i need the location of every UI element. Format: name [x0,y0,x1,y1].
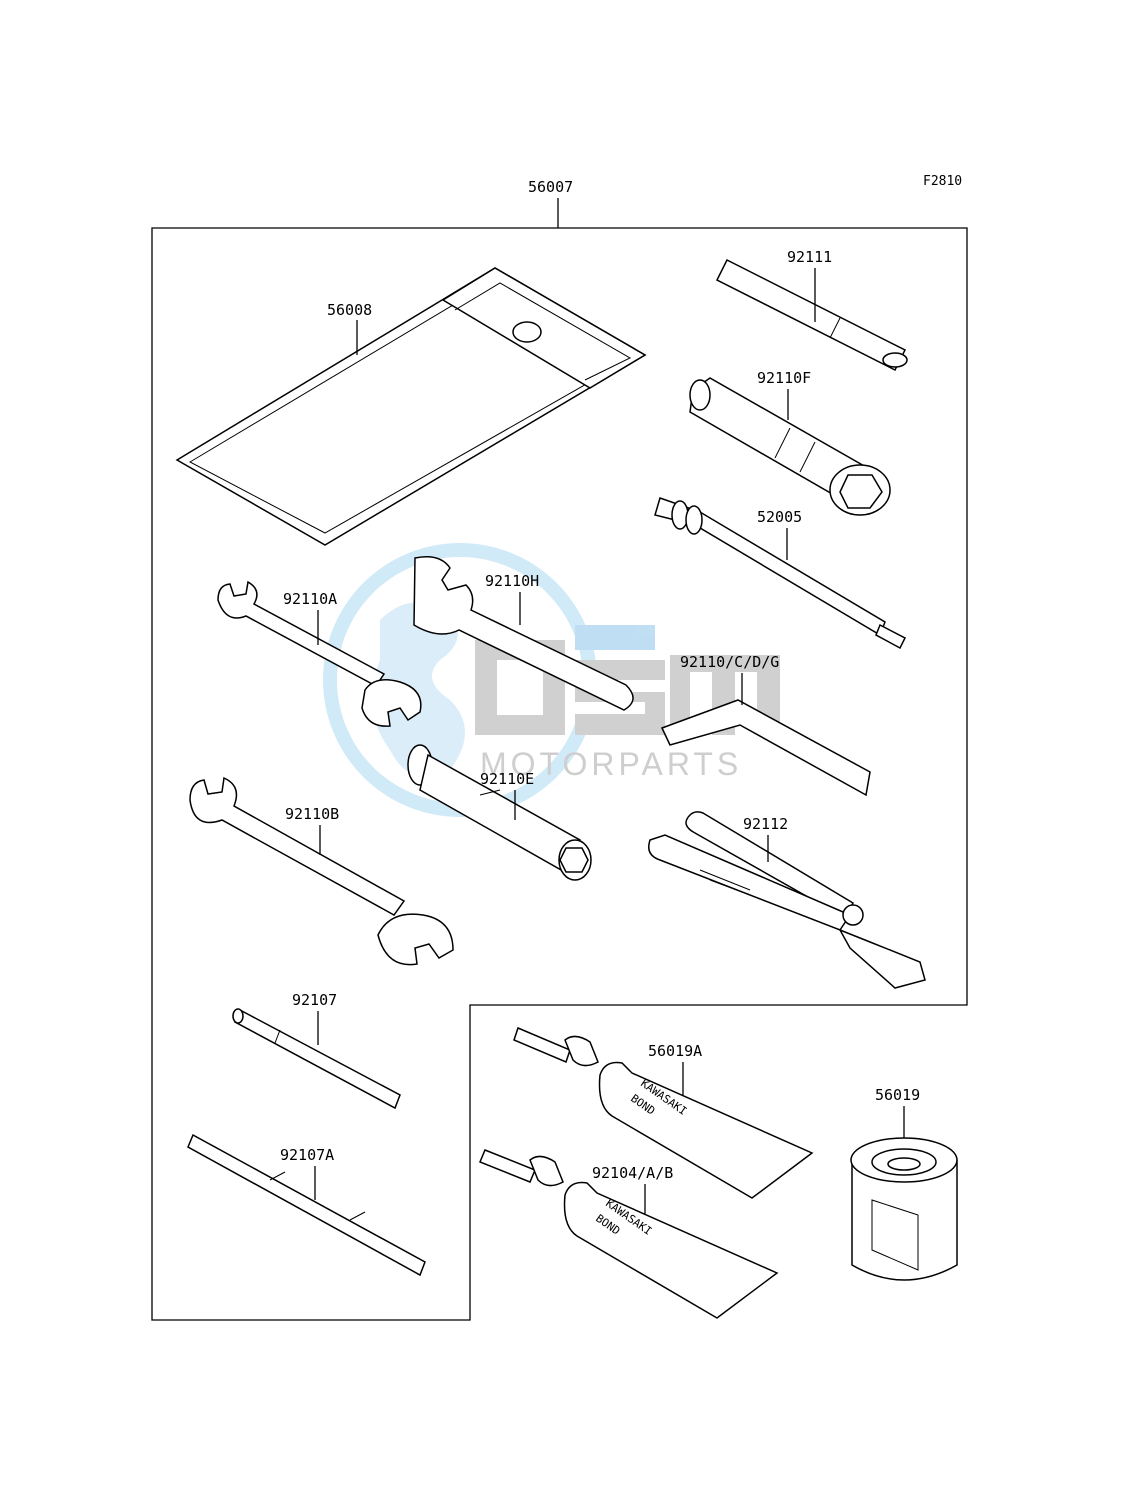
pliers [648,811,926,989]
tool-92111 [715,258,908,372]
oil-filter [850,1137,958,1281]
label-92111: 92111 [787,248,832,266]
label-56019a: 56019A [648,1042,702,1060]
watermark-subtitle: MOTORPARTS [480,746,742,782]
label-56007: 56007 [528,178,573,196]
label-92107a: 92107A [280,1146,334,1164]
tool-52005 [654,497,907,650]
box-wrench [407,744,592,881]
label-92110b: 92110B [285,805,339,823]
continent-shape [372,602,465,777]
label-52005: 52005 [757,508,802,526]
hex-wrench [660,699,871,797]
osm-watermark: MOTORPARTS [323,543,780,817]
label-92110a: 92110A [283,590,337,608]
label-56008: 56008 [327,301,372,319]
label-92112: 92112 [743,815,788,833]
wrench-92110a [217,580,422,727]
label-92110f: 92110F [757,369,811,387]
tool-plug-wrench [689,377,891,516]
screwdriver-92107 [232,1008,401,1110]
label-92110cdg: 92110/C/D/G [680,653,779,671]
wrench-92110h [413,556,634,711]
label-92107: 92107 [292,991,337,1009]
kit-outline [151,227,968,1321]
label-92110e: 92110E [480,770,534,788]
label-92110h: 92110H [485,572,539,590]
screwdriver-92107a [187,1133,426,1277]
label-92104ab: 92104/A/B [592,1164,673,1182]
label-56019: 56019 [875,1086,920,1104]
tool-pouch [175,267,647,546]
diagram-code: F2810 [923,174,962,189]
wrench-92110b [189,776,454,966]
